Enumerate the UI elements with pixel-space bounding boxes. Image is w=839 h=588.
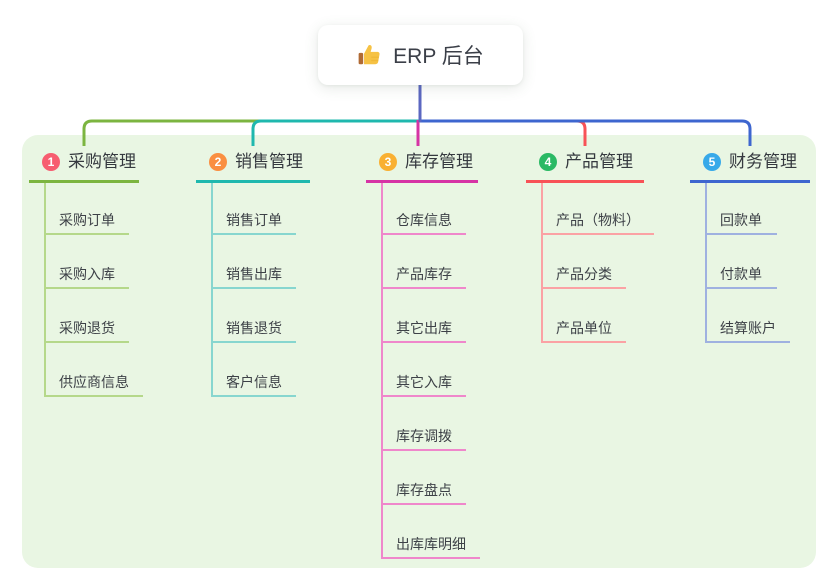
- branch-title[interactable]: 1 采购管理: [29, 146, 139, 183]
- branch-inventory: 3 库存管理 仓库信息产品库存其它出库其它入库库存调拨库存盘点出库库明细: [366, 146, 480, 559]
- child-node[interactable]: 产品单位: [543, 289, 626, 343]
- branch-label: 采购管理: [68, 152, 136, 171]
- branch-badge: 1: [42, 153, 60, 171]
- child-node[interactable]: 采购退货: [46, 289, 129, 343]
- root-node-label: ERP 后台: [393, 45, 484, 68]
- child-node[interactable]: 销售退货: [213, 289, 296, 343]
- child-node[interactable]: 客户信息: [213, 343, 296, 397]
- branch-children: 销售订单销售出库销售退货客户信息: [211, 183, 296, 397]
- branch-badge: 3: [379, 153, 397, 171]
- child-node[interactable]: 采购订单: [46, 183, 129, 235]
- branch-purchase: 1 采购管理 采购订单采购入库采购退货供应商信息: [29, 146, 143, 397]
- child-node[interactable]: 其它入库: [383, 343, 466, 397]
- child-node[interactable]: 产品（物料）: [543, 183, 654, 235]
- branch-children: 产品（物料）产品分类产品单位: [541, 183, 654, 343]
- branch-finance: 5 财务管理 回款单付款单结算账户: [690, 146, 810, 343]
- branch-children: 回款单付款单结算账户: [705, 183, 790, 343]
- branch-title[interactable]: 3 库存管理: [366, 146, 478, 183]
- branch-title[interactable]: 2 销售管理: [196, 146, 310, 183]
- branch-sales: 2 销售管理 销售订单销售出库销售退货客户信息: [196, 146, 310, 397]
- child-node[interactable]: 销售出库: [213, 235, 296, 289]
- branch-children: 采购订单采购入库采购退货供应商信息: [44, 183, 143, 397]
- canvas-panel: [22, 135, 816, 568]
- branch-children: 仓库信息产品库存其它出库其它入库库存调拨库存盘点出库库明细: [381, 183, 480, 559]
- child-node[interactable]: 销售订单: [213, 183, 296, 235]
- child-node[interactable]: 其它出库: [383, 289, 466, 343]
- child-node[interactable]: 库存盘点: [383, 451, 466, 505]
- child-node[interactable]: 仓库信息: [383, 183, 466, 235]
- child-node[interactable]: 出库库明细: [383, 505, 480, 559]
- branch-badge: 2: [209, 153, 227, 171]
- branch-title[interactable]: 5 财务管理: [690, 146, 810, 183]
- branch-label: 库存管理: [405, 152, 473, 171]
- thumbs-up-icon: [357, 42, 383, 68]
- branch-title[interactable]: 4 产品管理: [526, 146, 644, 183]
- branch-label: 产品管理: [565, 152, 633, 171]
- root-node[interactable]: ERP 后台: [318, 25, 523, 85]
- child-node[interactable]: 供应商信息: [46, 343, 143, 397]
- branch-badge: 4: [539, 153, 557, 171]
- child-node[interactable]: 采购入库: [46, 235, 129, 289]
- branch-badge: 5: [703, 153, 721, 171]
- child-node[interactable]: 产品分类: [543, 235, 626, 289]
- child-node[interactable]: 产品库存: [383, 235, 466, 289]
- child-node[interactable]: 结算账户: [707, 289, 790, 343]
- child-node[interactable]: 库存调拨: [383, 397, 466, 451]
- child-node[interactable]: 付款单: [707, 235, 777, 289]
- branch-label: 销售管理: [235, 152, 303, 171]
- branch-label: 财务管理: [729, 152, 797, 171]
- branch-product: 4 产品管理 产品（物料）产品分类产品单位: [526, 146, 654, 343]
- child-node[interactable]: 回款单: [707, 183, 777, 235]
